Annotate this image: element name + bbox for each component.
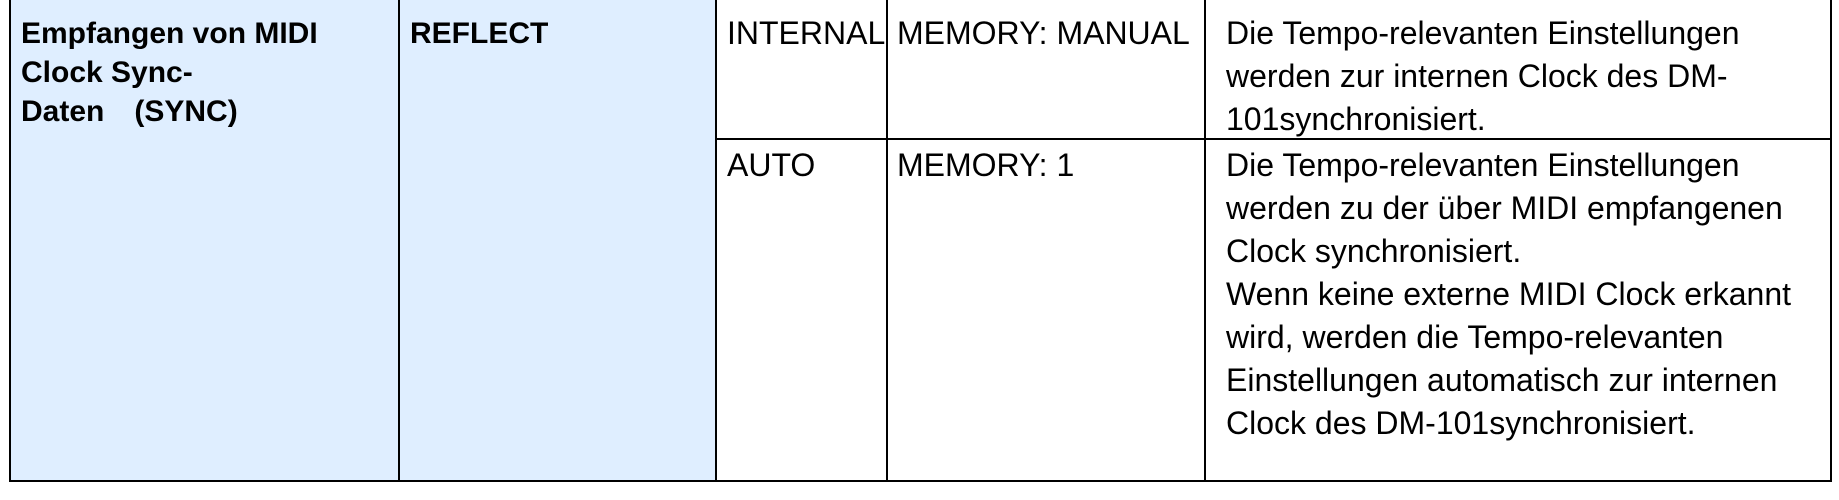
table-row: INTERNAL MEMORY: MANUAL Die Tempo-releva… [717, 0, 1832, 138]
column-divider [886, 0, 888, 480]
description-text: Die Tempo-relevanten Einstellungen werde… [1226, 147, 1791, 441]
value-cell: REFLECT [400, 0, 715, 480]
parameter-cell: Empfangen von MIDI Clock Sync- Daten (SY… [11, 0, 398, 480]
column-divider [1204, 0, 1206, 480]
table-row: AUTO MEMORY: 1 Die Tempo-relevanten Eins… [717, 140, 1832, 480]
column-divider [398, 0, 400, 480]
settings-table: Empfangen von MIDI Clock Sync- Daten (SY… [9, 0, 1832, 482]
memory-value: MEMORY: MANUAL [897, 15, 1190, 51]
value-label: REFLECT [410, 17, 549, 50]
setting-value: INTERNAL [727, 15, 886, 51]
row-divider [715, 138, 1830, 140]
column-divider [715, 0, 717, 480]
setting-value: AUTO [727, 147, 816, 183]
parameter-label: Empfangen von MIDI Clock Sync- Daten (SY… [21, 17, 318, 128]
description-text: Die Tempo-relevanten Einstellungen werde… [1226, 15, 1740, 137]
memory-value: MEMORY: 1 [897, 147, 1075, 183]
